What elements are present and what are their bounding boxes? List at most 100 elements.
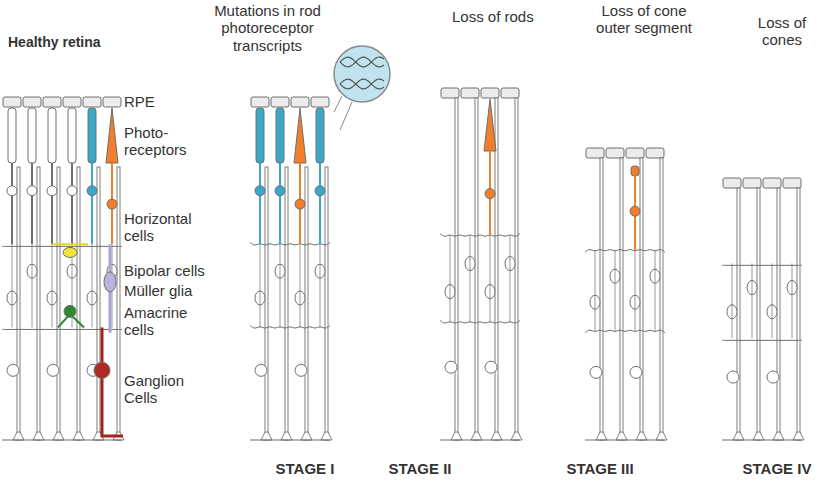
photoreceptor-nucleus [47, 186, 57, 196]
plexiform-layer [722, 265, 802, 266]
rpe-cell [763, 178, 781, 188]
ganglion-nucleus [485, 361, 497, 373]
rpe-cell [783, 178, 801, 188]
neurite [320, 244, 321, 327]
glia-endfoot [656, 432, 667, 440]
glia-endfoot [616, 432, 627, 440]
rpe-cell [723, 178, 741, 188]
dna-magnifier [334, 46, 390, 130]
muller-glia [97, 167, 100, 440]
neurite [490, 236, 491, 323]
muller-glia [265, 167, 268, 440]
muller-glia [117, 167, 120, 440]
rod [88, 108, 96, 163]
photoreceptor-nucleus [630, 206, 640, 216]
rod [28, 108, 36, 163]
glia-endfoot [53, 432, 64, 440]
layer-label: Bipolar cells [124, 262, 205, 279]
muller-glia [620, 158, 623, 440]
layer-label: Müller glia [124, 282, 192, 299]
ganglion-nucleus [255, 364, 267, 376]
glia-endfoot [261, 432, 272, 440]
glia-endfoot [636, 432, 647, 440]
muller-glia [305, 167, 308, 440]
neurite [510, 236, 511, 323]
leader-line [340, 102, 352, 130]
rpe-cell [3, 97, 21, 107]
rpe-cell [103, 97, 121, 107]
rpe-cell [23, 97, 41, 107]
neurite [772, 263, 773, 338]
layer-label: Photo-receptors [124, 124, 208, 159]
neurite [752, 263, 753, 338]
glia-endfoot [511, 432, 522, 440]
muller-glia [37, 167, 40, 440]
rpe-cell [586, 148, 604, 158]
dna-strand [340, 79, 384, 89]
rod [256, 108, 264, 163]
photoreceptor-nucleus [255, 186, 265, 196]
ganglion-nucleus [47, 364, 59, 376]
plexiform-layer [2, 246, 122, 247]
neurite [92, 244, 93, 327]
glia-endfoot [451, 432, 462, 440]
cone [294, 108, 306, 163]
panel-label: Mutations in rod photoreceptor transcrip… [205, 2, 330, 54]
neurite [792, 263, 793, 338]
rpe-cell [311, 97, 329, 107]
stage-label: STAGE I [262, 460, 348, 477]
plexiform-layer [585, 330, 665, 333]
retina-panel [250, 97, 332, 440]
dna-strand [340, 57, 384, 67]
rpe-cell [606, 148, 624, 158]
layer-label: Amacrine cells [124, 304, 206, 339]
photoreceptor-nucleus [7, 186, 17, 196]
muller-glia [77, 167, 80, 440]
muller-glia [475, 98, 478, 440]
retina-panel [585, 148, 667, 440]
neurite [52, 244, 53, 327]
cone [106, 108, 118, 163]
ganglion-nucleus [295, 364, 307, 376]
panel-label: Loss of cones [746, 14, 818, 49]
muller-glia [737, 188, 740, 440]
glia-endfoot [793, 432, 804, 440]
muller-glia [640, 158, 643, 440]
retina-panel [2, 97, 124, 440]
neurite [655, 250, 656, 331]
photoreceptor-axon [279, 163, 281, 244]
ganglion-nucleus [590, 366, 602, 378]
retina-panel [440, 88, 522, 440]
ganglion-cell [94, 362, 110, 378]
plexiform-layer [440, 320, 520, 323]
muller-glia [600, 158, 603, 440]
photoreceptor-axon [319, 163, 321, 244]
rod [8, 108, 16, 163]
muller-glia [757, 188, 760, 440]
neurite [260, 244, 261, 327]
plexiform-layer [250, 325, 330, 328]
horizontal-process [52, 243, 88, 245]
neurite [300, 244, 301, 327]
photoreceptor-nucleus [107, 199, 117, 209]
rpe-cell [83, 97, 101, 107]
ganglion-nucleus [630, 366, 642, 378]
photoreceptor-nucleus [27, 186, 37, 196]
photoreceptor-axon [51, 163, 53, 244]
plexiform-layer [250, 242, 330, 245]
muller-glia [285, 167, 288, 440]
ganglion-nucleus [7, 364, 19, 376]
plexiform-layer [440, 234, 520, 237]
rpe-cell [441, 88, 459, 98]
layer-label: Horizontal cells [124, 210, 208, 245]
neurite [732, 263, 733, 338]
muller-glia [455, 98, 458, 440]
panel-label: Loss of cone outer segment [588, 2, 700, 37]
magnifier-circle [334, 46, 390, 102]
cone [484, 99, 496, 151]
plexiform-layer [2, 329, 122, 330]
stage-label: STAGE IV [734, 460, 820, 477]
dna-strand [340, 57, 384, 67]
glia-endfoot [281, 432, 292, 440]
